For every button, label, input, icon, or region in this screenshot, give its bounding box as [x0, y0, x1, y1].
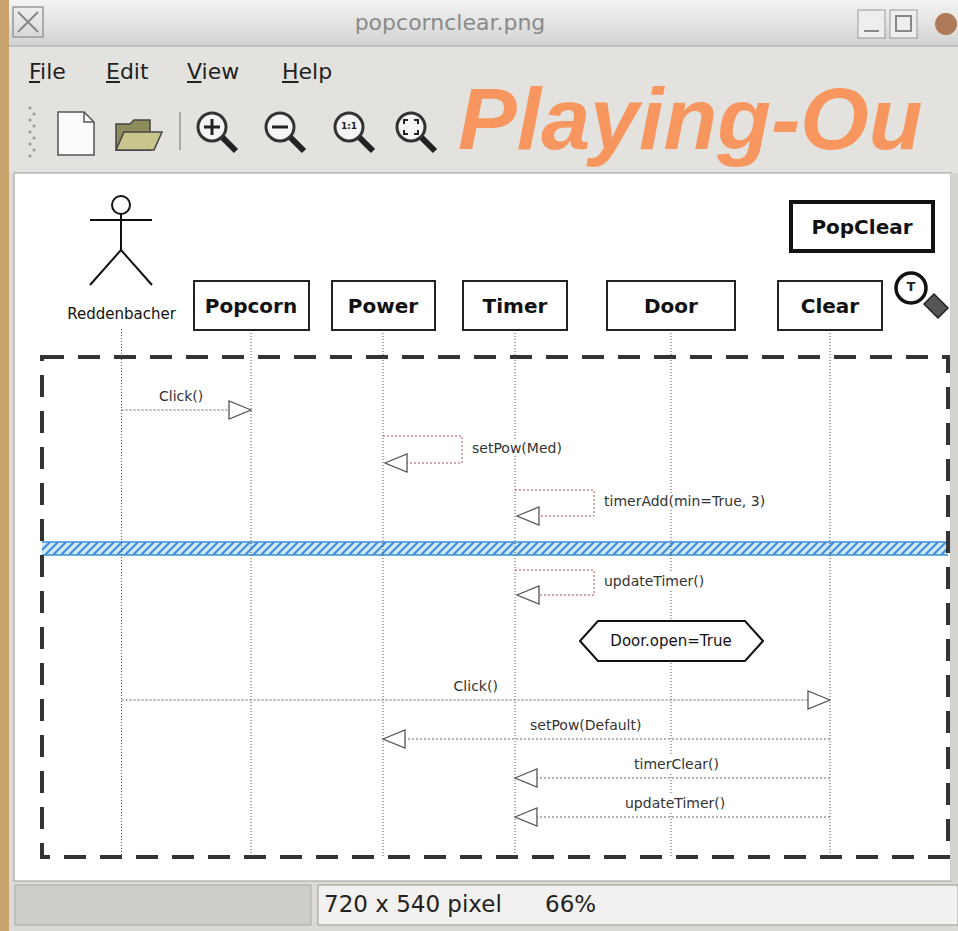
- node-text: Door.open=True: [610, 632, 731, 650]
- new-icon-fold: [84, 112, 94, 122]
- message-arrow: [515, 490, 594, 525]
- lifeline-box: Power: [331, 280, 436, 331]
- menu-item: Edit: [106, 59, 149, 85]
- lifeline-box: Timer: [462, 280, 568, 331]
- zoom-fit-icon: [397, 113, 435, 151]
- stick-figure: [55, 192, 188, 292]
- lifeline: [671, 333, 672, 858]
- message-label: updateTimer(): [602, 573, 706, 590]
- lifeline: [121, 329, 122, 858]
- image-canvas: [14, 173, 951, 881]
- node-text: Clear: [801, 294, 859, 318]
- lifeline-box: Door: [606, 280, 736, 331]
- message-label: timerAdd(min=True, 3): [602, 493, 767, 510]
- arrow-head: [808, 691, 830, 709]
- sequence-frame: [42, 357, 948, 857]
- frame-name-box: PopClear: [789, 200, 935, 253]
- popclear-magnifier: [896, 273, 948, 318]
- arrow-head: [385, 454, 407, 472]
- maximize-glyph: [896, 16, 911, 31]
- message-label: Click(): [452, 678, 500, 695]
- minimize-button: [858, 10, 885, 38]
- state-hexagon: Door.open=True: [579, 620, 764, 662]
- menu-item: View: [187, 59, 239, 85]
- toolbar-separator: [179, 112, 181, 150]
- zoom-level: 66%: [545, 891, 596, 919]
- title-bar-edge: [9, 46, 958, 47]
- arrow-head: [515, 769, 537, 787]
- title-bar: [9, 0, 958, 46]
- lifeline-box: Popcorn: [193, 280, 310, 331]
- window-icon: [935, 13, 957, 35]
- message-arrow: [515, 570, 594, 604]
- zoom-in-icon: [198, 113, 236, 151]
- time-band-edge: [42, 542, 948, 555]
- message-line: [515, 817, 830, 818]
- lifeline: [383, 333, 384, 858]
- message-line: [383, 739, 830, 740]
- new-icon: [58, 112, 94, 155]
- message-line: [515, 778, 830, 779]
- arrow-head: [517, 507, 539, 525]
- message-label: timerClear(): [632, 756, 721, 773]
- message-label: updateTimer(): [623, 795, 727, 812]
- maximize-button: [890, 10, 917, 38]
- time-band-hatch: [42, 542, 948, 555]
- actor-body: [90, 214, 152, 285]
- window-edge: [0, 0, 9, 931]
- image-size: 720 x 540 pixel: [324, 891, 502, 919]
- zoom-out-icon: [266, 113, 304, 151]
- arrow-head: [517, 586, 539, 604]
- close-button: [13, 7, 43, 37]
- message-arrow: [383, 436, 462, 472]
- open-icon-front: [116, 132, 162, 150]
- watermark: Playing-Ou: [458, 66, 923, 172]
- toolbar-grip: [29, 107, 36, 158]
- actor-head: [112, 196, 130, 214]
- message-label: setPow(Med): [470, 440, 564, 457]
- message-line: [122, 700, 831, 701]
- node-text: Power: [348, 294, 418, 318]
- minimize-glyph: [864, 30, 879, 32]
- node-text: PopClear: [811, 215, 912, 239]
- hexagon-shape: [580, 621, 763, 661]
- message-label: setPow(Default): [528, 717, 643, 734]
- icon-glyph: T: [907, 279, 916, 295]
- lifeline-box: Clear: [777, 280, 883, 331]
- lifeline: [515, 333, 516, 858]
- lifeline: [830, 333, 831, 858]
- lifeline: [251, 333, 252, 858]
- status-panel: [15, 885, 311, 925]
- status-field: [318, 885, 958, 925]
- node-text: Door: [644, 294, 698, 318]
- time-band: [42, 542, 948, 555]
- arrow-head: [515, 808, 537, 826]
- arrow-head: [229, 401, 251, 419]
- menu-item: Help: [282, 59, 332, 85]
- actor: Reddenbacher: [55, 192, 188, 327]
- zoom-normal-icon: [335, 113, 373, 151]
- arrow-head: [383, 730, 405, 748]
- window-title: popcornclear.png: [355, 10, 546, 36]
- canvas-edge: [951, 173, 958, 881]
- icon-glyph: 1:1: [341, 121, 357, 132]
- message-label: Click(): [157, 388, 205, 405]
- node-text: Reddenbacher: [67, 305, 176, 323]
- menu-item: File: [29, 59, 66, 85]
- node-text: Timer: [483, 294, 548, 318]
- node-text: Popcorn: [205, 294, 297, 318]
- close-cross: [18, 12, 38, 32]
